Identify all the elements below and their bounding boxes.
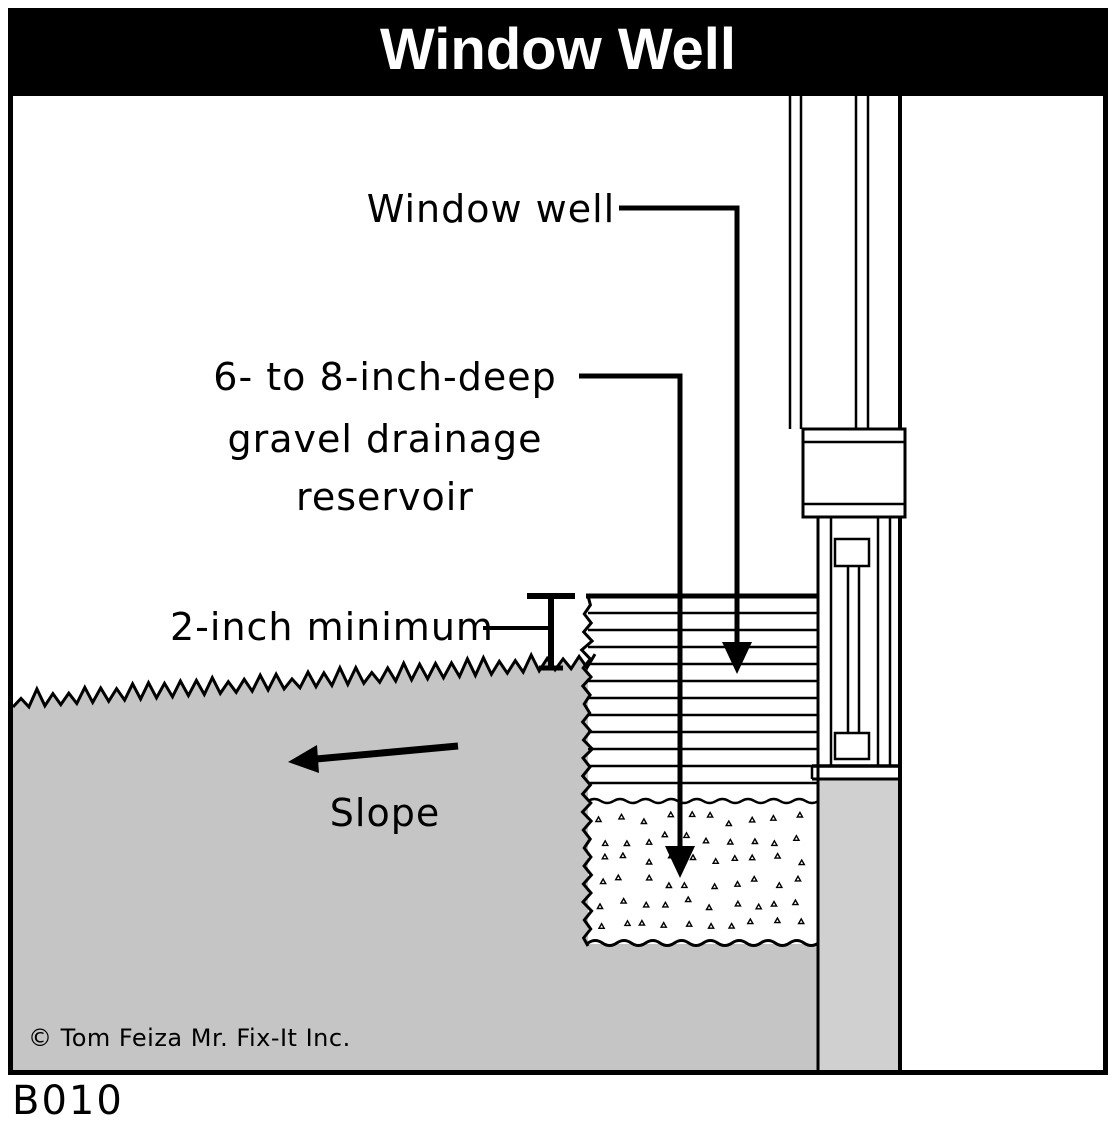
gravel-dot — [733, 880, 742, 887]
gravel-dot — [748, 815, 756, 823]
diagram-frame: Window well 6- to 8-inch-deep gravel dra… — [8, 91, 1108, 1075]
two-inch-dimension-marker — [483, 593, 575, 671]
title-bar: Window Well — [8, 8, 1108, 91]
gravel-dot — [659, 921, 668, 928]
gravel-dot — [791, 898, 800, 906]
gravel-dot — [751, 837, 759, 845]
gravel-dot — [710, 882, 719, 890]
gravel-dot — [617, 812, 626, 820]
label-window-well: Window well — [367, 187, 615, 231]
gravel-reservoir-body — [588, 801, 818, 944]
gravel-dot — [623, 839, 631, 847]
leader-line — [579, 373, 683, 848]
house-wall — [788, 96, 907, 1070]
gravel-dot — [685, 920, 693, 927]
gravel-dot — [773, 916, 782, 924]
gravel-dot — [796, 810, 804, 818]
window-well-diagram: Window well 6- to 8-inch-deep gravel dra… — [13, 96, 907, 1070]
gravel-dot — [599, 877, 607, 885]
gravel-dots — [594, 810, 806, 929]
grass-line — [13, 651, 597, 710]
gravel-dot — [775, 881, 784, 889]
gravel-dot — [667, 810, 675, 818]
gravel-dot — [642, 900, 650, 908]
gravel-dot — [750, 875, 758, 882]
gravel-dot — [682, 831, 691, 839]
gravel-dot — [665, 881, 673, 889]
gravel-dot — [619, 897, 628, 904]
gravel-dot — [596, 902, 604, 910]
figure-code: B010 — [12, 1078, 124, 1124]
gravel-top-boundary — [587, 797, 820, 805]
arrow-shaft — [315, 742, 459, 763]
label-gravel-line2: gravel drainage — [228, 417, 543, 461]
gravel-dot — [661, 900, 670, 908]
gravel-dot — [792, 834, 801, 841]
gravel-dot — [770, 839, 779, 847]
gravel-dot — [601, 839, 609, 847]
label-slope: Slope — [330, 791, 440, 835]
gravel-dot — [645, 873, 653, 881]
well-left-corrugated-edge — [579, 595, 595, 947]
leader-line — [619, 205, 740, 646]
window-head-trim — [801, 427, 907, 519]
gravel-dot — [794, 874, 802, 882]
window-sash-top-rail — [833, 537, 871, 568]
gravel-dot — [748, 853, 756, 861]
gravel-dot — [614, 873, 623, 881]
gravel-dot — [797, 917, 805, 925]
gravel-dot — [769, 814, 778, 821]
gravel-dot — [726, 837, 735, 845]
down-arrowhead-icon — [665, 846, 695, 878]
foundation-wall — [818, 779, 900, 1070]
gravel-dot — [661, 830, 669, 838]
gravel-dot — [645, 857, 653, 865]
gravel-dot — [797, 858, 806, 866]
gravel-dot — [619, 851, 627, 859]
label-gravel-line3: reservoir — [296, 475, 474, 519]
gravel-dot — [702, 836, 710, 844]
well-corrugation-stripes — [588, 611, 818, 785]
gravel-dot — [601, 852, 609, 860]
label-gravel-line1: 6- to 8-inch-deep — [213, 355, 556, 399]
window-well-leader — [619, 205, 752, 674]
window-sash-bottom-rail — [833, 731, 871, 761]
gravel-leader — [579, 373, 695, 878]
left-arrowhead-icon — [288, 745, 319, 773]
gravel-dot — [689, 853, 697, 861]
slope-arrow — [288, 742, 459, 773]
gravel-dot — [594, 815, 603, 823]
gravel-dot — [706, 811, 714, 818]
gravel-dot — [638, 919, 646, 926]
gravel-dot — [640, 817, 648, 825]
gravel-dot — [684, 895, 692, 903]
gravel-dot — [623, 919, 632, 927]
gravel-dot — [688, 810, 696, 818]
copyright-text: © Tom Feiza Mr. Fix-It Inc. — [28, 1024, 351, 1052]
gravel-dot — [770, 900, 778, 907]
gravel-dot — [731, 854, 739, 861]
label-two-inch-minimum: 2-inch minimum — [170, 605, 494, 649]
gravel-dot — [725, 819, 733, 827]
gravel-dot — [754, 902, 763, 910]
gravel-dot — [773, 852, 782, 859]
gravel-dot — [597, 922, 606, 929]
down-arrowhead-icon — [722, 642, 752, 674]
page-title: Window Well — [379, 17, 737, 82]
gravel-dot — [746, 917, 755, 925]
gravel-dot — [711, 857, 720, 864]
gravel-bottom-boundary — [587, 939, 820, 947]
gravel-dot — [645, 838, 653, 845]
gravel-dot — [705, 903, 713, 911]
gravel-dot — [727, 922, 736, 929]
gravel-dot — [734, 899, 742, 907]
gravel-dot — [707, 922, 715, 929]
gravel-dot — [680, 881, 689, 889]
